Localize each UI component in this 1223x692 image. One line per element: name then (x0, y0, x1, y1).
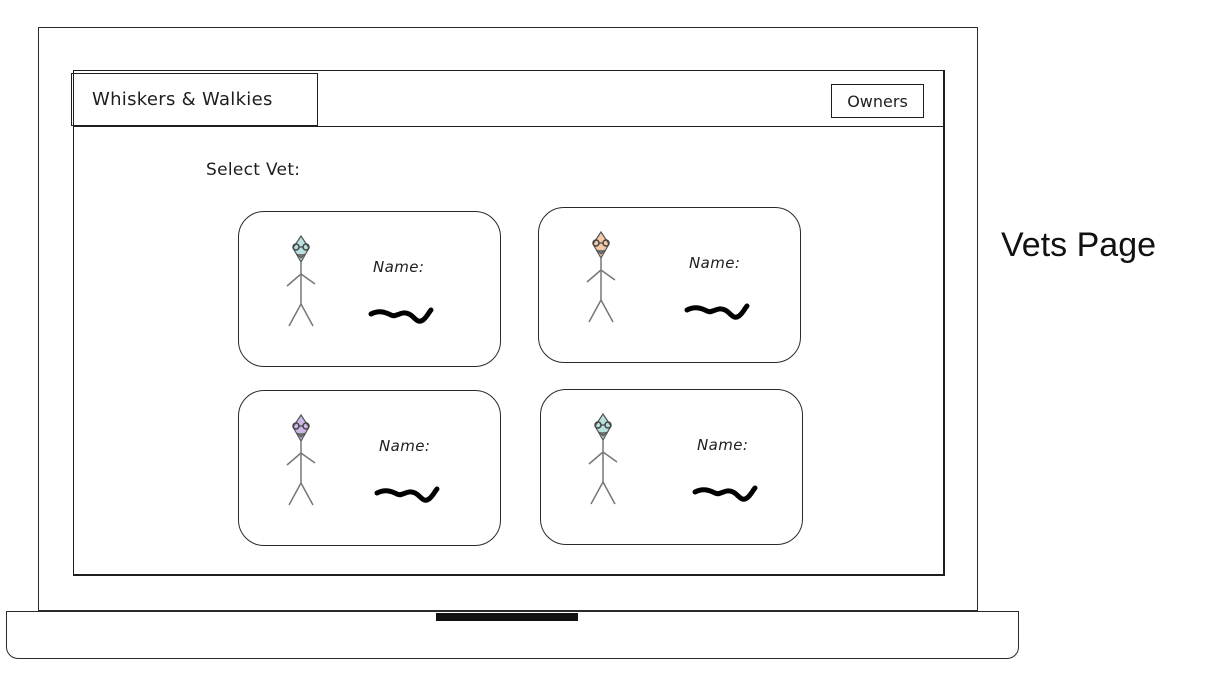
vet-name-placeholder (368, 307, 434, 324)
vet-name-label: Name: (697, 436, 749, 454)
brand-name: Whiskers & Walkies (92, 89, 273, 110)
vet-avatar-icon (588, 412, 618, 505)
select-vet-label: Select Vet: (206, 160, 301, 180)
vet-name-label: Name: (373, 258, 425, 276)
owners-nav-button[interactable]: Owners (831, 84, 924, 118)
vet-avatar-icon (286, 413, 316, 506)
app-window (73, 70, 945, 576)
navbar-divider (73, 126, 945, 127)
vet-card[interactable]: Name: (238, 390, 501, 546)
page-caption: Vets Page (1001, 226, 1157, 264)
vet-avatar-icon (586, 230, 616, 323)
brand-logo[interactable]: Whiskers & Walkies (71, 73, 318, 126)
vet-card[interactable]: Name: (538, 207, 801, 363)
vet-card[interactable]: Name: (540, 389, 803, 545)
vet-name-placeholder (684, 303, 750, 320)
vet-name-placeholder (692, 485, 758, 502)
owners-nav-label: Owners (847, 91, 908, 111)
laptop-base (6, 611, 1019, 659)
vet-avatar-icon (286, 234, 316, 327)
laptop-screen-frame (38, 27, 978, 611)
vet-name-label: Name: (689, 254, 741, 272)
vet-name-label: Name: (379, 437, 431, 455)
laptop-notch (436, 613, 578, 621)
vet-card[interactable]: Name: (238, 211, 501, 367)
vet-name-placeholder (374, 486, 440, 503)
